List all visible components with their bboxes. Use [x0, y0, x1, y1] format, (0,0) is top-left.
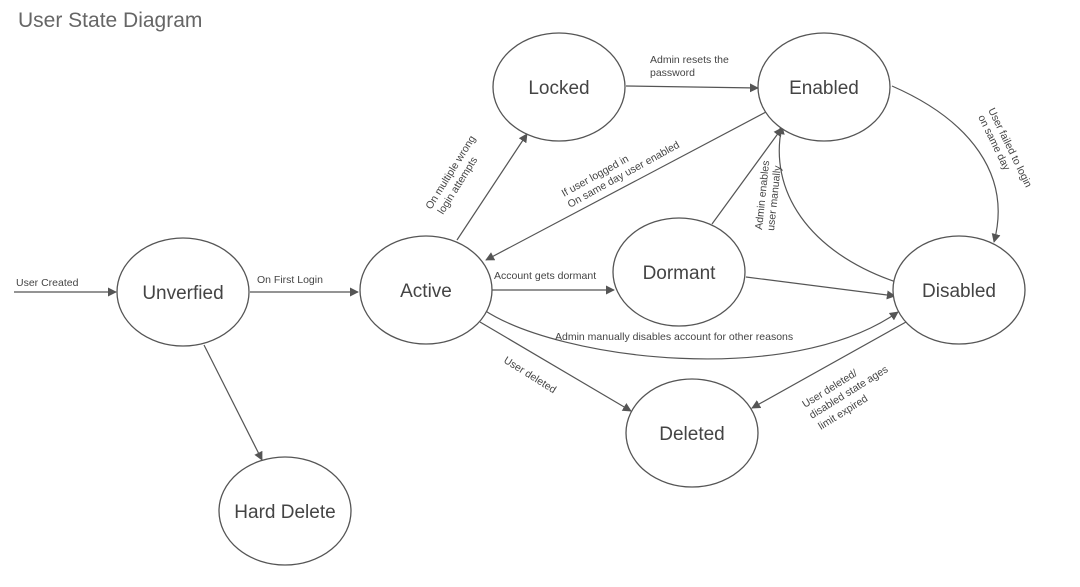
state-label-hard-delete: Hard Delete	[234, 502, 335, 523]
edge-enabled-to-disabled	[891, 85, 1001, 243]
state-locked: Locked	[492, 32, 626, 142]
state-label-deleted: Deleted	[659, 424, 725, 445]
edge-disabled-to-enabled	[775, 125, 897, 283]
state-label-active: Active	[400, 281, 452, 302]
edge-dormant-to-disabled	[745, 276, 896, 300]
edge-locked-to-enabled	[625, 83, 759, 93]
label-first-login: On First Login	[257, 274, 323, 286]
label-admin-disables: Admin manually disables account for othe…	[555, 331, 793, 343]
state-dormant: Dormant	[612, 217, 746, 327]
state-hard-delete: Hard Delete	[218, 456, 352, 566]
state-label-locked: Locked	[528, 78, 589, 99]
state-label-disabled: Disabled	[922, 281, 996, 302]
diagram-title: User State Diagram	[18, 9, 202, 32]
state-label-unverified: Unverfied	[142, 283, 223, 304]
state-unverified: Unverfied	[116, 237, 250, 347]
label-admin-resets-2: password	[650, 67, 695, 79]
label-account-dormant: Account gets dormant	[494, 270, 596, 282]
state-enabled: Enabled	[757, 32, 891, 142]
label-user-created: User Created	[16, 277, 79, 289]
edge-active-to-disabled	[483, 309, 899, 360]
label-user-deleted: User deleted	[501, 354, 558, 396]
edge-enabled-to-active	[485, 111, 767, 261]
state-active: Active	[359, 235, 493, 345]
edge-dormant-to-enabled	[711, 127, 783, 225]
state-label-enabled: Enabled	[789, 78, 859, 99]
state-disabled: Disabled	[892, 235, 1026, 345]
edge-to-locked	[456, 133, 528, 241]
label-logged-in-2: On same day user enabled	[566, 139, 682, 211]
state-label-dormant: Dormant	[643, 263, 717, 284]
edge-active-to-deleted	[479, 321, 632, 412]
transitions	[14, 83, 1001, 461]
label-admin-resets-1: Admin resets the	[650, 54, 729, 66]
edge-disabled-to-deleted	[751, 321, 907, 409]
edge-to-hard-delete	[203, 344, 263, 461]
state-deleted: Deleted	[625, 378, 759, 488]
